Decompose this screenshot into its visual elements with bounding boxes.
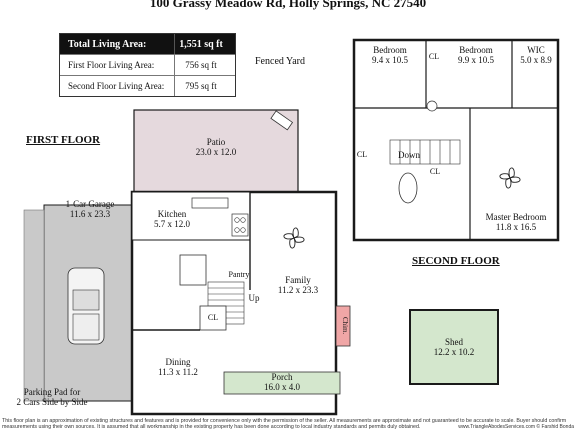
- first-floor-area-row: First Floor Living Area: 756 sq ft: [60, 54, 235, 75]
- shed-area: [409, 309, 499, 385]
- dining-dims: 11.3 x 11.2: [158, 367, 198, 378]
- bedroom-1-dims: 9.4 x 10.5: [372, 55, 408, 66]
- master-bedroom-name: Master Bedroom: [485, 212, 547, 222]
- porch-area: [223, 371, 341, 395]
- porch-name: Porch: [271, 372, 293, 382]
- second-floor-stairs-icon: [389, 139, 461, 165]
- second-floor-area-row: Second Floor Living Area: 795 sq ft: [60, 75, 235, 96]
- shed-dims: 12.2 x 10.2: [433, 347, 475, 358]
- family-name: Family: [285, 275, 311, 285]
- kitchen-area: [131, 191, 251, 241]
- stairs-up-label: Up: [248, 293, 260, 303]
- porch-dims: 16.0 x 4.0: [264, 382, 300, 393]
- parking-pad-line1: Parking Pad for: [23, 387, 81, 397]
- parking-pad-line2: 2 Cars Side by Side: [16, 397, 88, 408]
- first-floor-area-label: First Floor Living Area:: [68, 60, 155, 70]
- total-area-row: Total Living Area: 1,551 sq ft: [60, 34, 235, 54]
- first-floor-area-value: 756 sq ft: [174, 55, 227, 75]
- garage-name: 1-Car Garage: [65, 199, 115, 209]
- closet-b-label: CL: [356, 150, 368, 159]
- first-floor-closet-label: CL: [207, 313, 219, 322]
- second-floor-area-value: 795 sq ft: [174, 76, 227, 96]
- first-floor-closet: [199, 305, 227, 331]
- toilet-icon: [426, 100, 438, 112]
- lounge-chair-icon: [270, 110, 294, 131]
- first-floor-label: FIRST FLOOR: [26, 134, 101, 146]
- garage-dims: 11.6 x 23.3: [69, 209, 111, 220]
- total-area-label: Total Living Area:: [68, 38, 147, 50]
- wic-name: WIC: [527, 45, 545, 55]
- bedroom-2-dims: 9.9 x 10.5: [458, 55, 494, 66]
- disclaimer-footer: This floor plan is an approximation of e…: [2, 418, 574, 430]
- chimney-area: [335, 305, 351, 347]
- bedroom-2-name: Bedroom: [459, 45, 493, 55]
- closet-c-label: CL: [429, 167, 441, 176]
- patio-name: Patio: [206, 137, 226, 147]
- dining-name: Dining: [165, 357, 191, 367]
- stairs-down-label: Down: [398, 150, 420, 160]
- master-ceiling-fan-icon: [499, 167, 521, 189]
- closet-a-label: CL: [428, 52, 440, 61]
- kitchen-sink-icon: [191, 197, 229, 209]
- ceiling-fan-icon: [283, 227, 305, 249]
- footer-website: www.TriangleAbodesServices.com: [458, 424, 536, 430]
- second-floor-label: SECOND FLOOR: [412, 255, 500, 267]
- dining-label: Dining 11.3 x 11.2: [150, 357, 206, 378]
- family-dims: 11.2 x 23.3: [277, 285, 319, 296]
- wic-dims: 5.0 x 8.9: [520, 55, 552, 66]
- living-area-table: Total Living Area: 1,551 sq ft First Flo…: [59, 33, 236, 97]
- car-icon: [67, 267, 105, 345]
- footer-copyright: © Farshid Bonda: [536, 424, 574, 430]
- page-title: 100 Grassy Meadow Rd, Holly Springs, NC …: [149, 0, 427, 10]
- patio-dims: 23.0 x 12.0: [195, 147, 237, 158]
- wic-label: WIC 5.0 x 8.9: [514, 45, 558, 66]
- shed-name: Shed: [445, 337, 463, 347]
- pantry-area: [179, 254, 207, 286]
- patio-label: Patio 23.0 x 12.0: [176, 137, 256, 158]
- second-floor-area-label: Second Floor Living Area:: [68, 81, 165, 91]
- bedroom-1-label: Bedroom 9.4 x 10.5: [360, 45, 420, 66]
- disclaimer-line2: measurements using their own sources. It…: [2, 424, 421, 431]
- garage-label: 1-Car Garage 11.6 x 23.3: [52, 199, 128, 220]
- kitchen-label: Kitchen 5.7 x 12.0: [142, 209, 202, 230]
- porch-label: Porch 16.0 x 4.0: [252, 372, 312, 393]
- master-bedroom-dims: 11.8 x 16.5: [495, 222, 537, 233]
- kitchen-name: Kitchen: [157, 209, 187, 219]
- pantry-label: Pantry: [228, 270, 250, 279]
- parking-pad-label: Parking Pad for 2 Cars Side by Side: [4, 387, 100, 408]
- family-label: Family 11.2 x 23.3: [268, 275, 328, 296]
- shed-label: Shed 12.2 x 10.2: [424, 337, 484, 358]
- kitchen-dims: 5.7 x 12.0: [154, 219, 190, 230]
- footer-credits: www.TriangleAbodesServices.com © Farshid…: [458, 424, 574, 431]
- chimney-label: Chim.: [341, 317, 349, 335]
- bathtub-icon: [398, 172, 418, 204]
- bedroom-2-label: Bedroom 9.9 x 10.5: [446, 45, 506, 66]
- bedroom-1-name: Bedroom: [373, 45, 407, 55]
- disclaimer-line1: This floor plan is an approximation of e…: [2, 418, 567, 424]
- fenced-yard-label: Fenced Yard: [255, 56, 305, 67]
- master-bedroom-label: Master Bedroom 11.8 x 16.5: [474, 212, 558, 233]
- total-area-value: 1,551 sq ft: [174, 34, 227, 54]
- stove-icon: [231, 213, 249, 237]
- parking-pad-area: [23, 209, 45, 402]
